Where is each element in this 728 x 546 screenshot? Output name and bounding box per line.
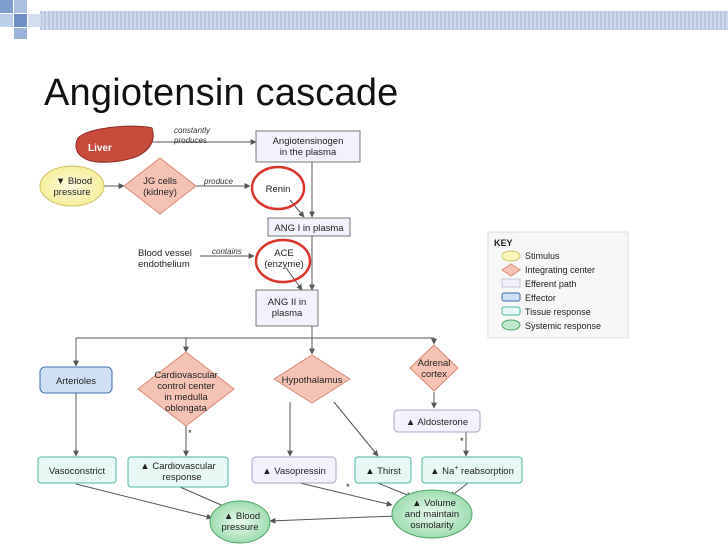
legend-integrating: Integrating center — [525, 265, 595, 275]
legend-tissue-swatch — [501, 306, 521, 316]
header-stripe-pattern — [40, 11, 728, 30]
legend-stimulus-swatch — [501, 250, 521, 262]
asterisk-aldosterone: * — [460, 436, 464, 447]
hypothalamus-node — [273, 354, 351, 404]
arrow-cvresp-bp — [179, 486, 229, 509]
legend-integrating-swatch — [501, 263, 521, 277]
jg-cells-label: JG cells(kidney) — [143, 176, 177, 198]
arterioles-box — [39, 366, 113, 394]
arrow-renin-ang1 — [289, 199, 305, 218]
adrenal-node — [409, 344, 459, 392]
aldosterone-box — [393, 409, 481, 433]
arrow-thirst-volume — [377, 482, 413, 498]
ang1-box — [267, 217, 351, 237]
vasopressin-box — [251, 456, 337, 484]
arterioles-label: Arterioles — [56, 376, 96, 387]
vasopressin-label: ▲ Vasopressin — [262, 466, 326, 477]
legend: KEY Stimulus Integrating center Efferent… — [487, 231, 629, 339]
legend-stimulus: Stimulus — [525, 251, 560, 261]
arrow-volume-bp — [269, 515, 397, 524]
connectors — [73, 139, 469, 524]
cv-response-box — [127, 456, 229, 488]
na-reabsorption-label: ▲ Na+ reabsorption — [430, 465, 514, 477]
header-square — [14, 14, 27, 27]
jg-cells-node — [123, 157, 197, 215]
legend-systemic-swatch — [501, 319, 521, 331]
na-reabsorption-box — [421, 456, 523, 484]
legend-systemic: Systemic response — [525, 321, 601, 331]
slide-title: Angiotensin cascade — [44, 72, 399, 114]
ace-label: ACE(enzyme) — [264, 248, 304, 270]
label-produce: produce — [203, 177, 233, 186]
blood-pressure-stimulus — [39, 165, 105, 207]
angiotensinogen-box — [255, 130, 361, 163]
asterisk-vasopressin: * — [346, 482, 350, 493]
header-decoration — [0, 0, 728, 39]
vasoconstrict-label: Vasoconstrict — [49, 466, 106, 477]
liver-label: Liver — [88, 143, 112, 154]
header-square — [0, 0, 13, 13]
arrow-vasoconstrict-bp — [75, 483, 213, 520]
thirst-box — [354, 456, 412, 484]
asterisk-cv: * — [188, 428, 192, 439]
cv-center-node — [137, 351, 235, 427]
legend-title: KEY — [494, 238, 513, 248]
aldosterone-label: ▲ Aldosterone — [406, 417, 468, 428]
vasoconstrict-box — [37, 456, 117, 484]
volume-response — [391, 489, 473, 539]
ace-highlight — [254, 238, 312, 284]
header-square — [28, 14, 41, 27]
ang2-box — [255, 289, 319, 327]
label-contains: contains — [212, 247, 242, 256]
legend-effector-swatch — [501, 292, 521, 302]
renin-label: Renin — [266, 184, 291, 195]
renin-highlight — [250, 165, 306, 211]
legend-efferent: Efferent path — [525, 279, 576, 289]
header-square — [0, 14, 13, 27]
liver-icon — [75, 125, 154, 163]
ang1-label: ANG I in plasma — [274, 223, 344, 234]
thirst-label: ▲ Thirst — [365, 466, 401, 477]
arrow-hypothalamus-thirst — [333, 401, 379, 457]
legend-efferent-swatch — [501, 278, 521, 288]
legend-effector: Effector — [525, 293, 556, 303]
blood-pressure-response — [209, 500, 271, 544]
header-square — [14, 28, 27, 39]
legend-tissue: Tissue response — [525, 307, 591, 317]
header-square — [14, 0, 27, 13]
hypothalamus-label: Hypothalamus — [282, 375, 343, 386]
arrow-vasopressin-volume — [299, 482, 393, 507]
